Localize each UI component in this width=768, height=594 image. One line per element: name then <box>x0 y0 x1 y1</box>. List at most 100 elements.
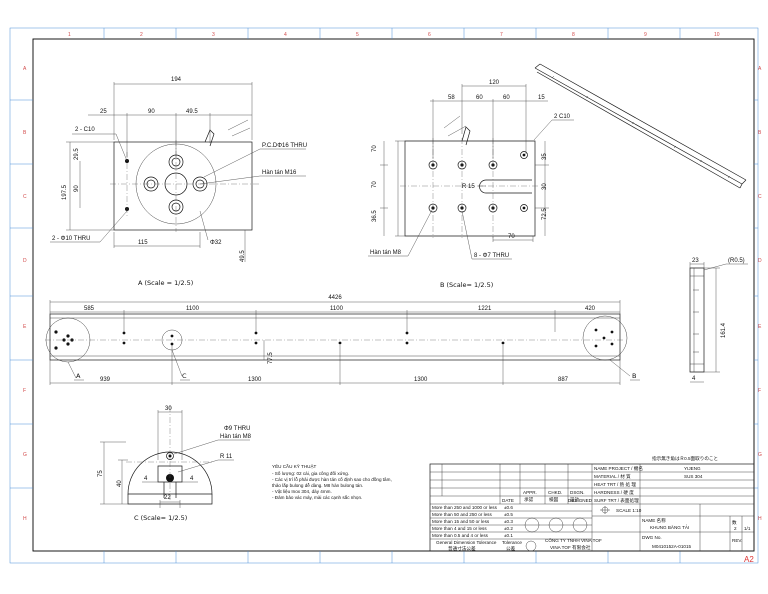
side-view: 23 (R0.5) 161.4 4 <box>689 258 748 383</box>
dim-label: 1300 <box>248 377 262 383</box>
callout: P.C.DΦ16 THRU <box>262 143 307 149</box>
dim-label: 60 <box>503 95 510 101</box>
approval-stamp <box>524 517 540 533</box>
sign-jp: 検図 <box>549 496 559 503</box>
row-label: E <box>23 324 27 330</box>
name-label: NAME 名称 <box>642 517 666 524</box>
sign-head: CHKD. <box>548 490 562 495</box>
surf-label: SURF TRT / 表面処理 <box>594 497 639 504</box>
row-label: H <box>758 516 762 522</box>
dim-label: 420 <box>585 306 596 312</box>
outer-border <box>9 27 759 564</box>
row-labels: A B C D E F G H A B C D E F G H <box>10 66 762 522</box>
row-label: A <box>758 66 762 72</box>
view-c-caption: C (Scale= 1/2.5) <box>134 514 187 522</box>
dim-label: 23 <box>692 258 699 264</box>
dim-label: 1300 <box>414 377 428 383</box>
title-block: 指示無き角はＲ0.5面取りのこと DATE APPR. CHKD. DSGN. … <box>429 455 755 552</box>
row-label: D <box>23 258 27 264</box>
sign-head: DSGN. <box>570 490 585 495</box>
view-a-caption: A (Scale = 1/2.5) <box>138 279 193 287</box>
qty-label: 数 <box>732 519 737 526</box>
dim-label: 22 <box>164 495 171 501</box>
row-label: B <box>758 130 762 136</box>
notes-line: - Số lượng: 02 cái, gia công đối xứng. <box>272 471 349 476</box>
dim-label: 30 <box>165 406 172 412</box>
view-a-tab <box>204 129 215 147</box>
dim-label: 2 - Φ10 THRU <box>52 236 90 242</box>
amount-value: 2 <box>734 526 737 531</box>
view-a: 194 25 90 49.5 2 - C10 197.5 90 29.5 115… <box>50 77 307 287</box>
sheet-size-label: A2 <box>744 555 754 564</box>
dim-label: 58 <box>448 95 455 101</box>
row-label: D <box>758 258 762 264</box>
iso-rail-body <box>534 63 747 189</box>
tol-jp: 公差 <box>506 545 516 551</box>
dwg-label: DWG No. <box>642 535 662 540</box>
dim-label: 60 <box>476 95 483 101</box>
col-label: 9 <box>644 32 647 38</box>
rev-label: REV. <box>732 538 742 543</box>
technical-notes: YÊU CẦU KỸ THUẬT - Số lượng: 02 cái, gia… <box>272 462 392 500</box>
callout: Hàn tán M16 <box>262 170 297 176</box>
dwg-value: M0410152A-01015 <box>652 544 692 549</box>
col-label: 8 <box>572 32 575 38</box>
side-view-outline <box>689 267 705 373</box>
row-label: F <box>758 388 761 394</box>
row-label: C <box>758 194 762 200</box>
dim-label: 585 <box>84 306 95 312</box>
dim-label: 120 <box>489 80 500 86</box>
general-tol: General Dimension Tolerance <box>436 540 497 545</box>
dim-label: 36.5 <box>372 210 378 222</box>
name-value: KHUNG BĂNG TẢI <box>650 524 689 530</box>
dim-label: R 15 <box>462 184 475 190</box>
dim-label: 115 <box>138 240 148 246</box>
dim-label: 2 C10 <box>554 114 571 120</box>
dim-label: 4 <box>190 476 194 482</box>
main-rail-outline <box>49 313 621 361</box>
general-tol-jp: 普通寸法公差 <box>448 545 476 552</box>
scale-label: SCALE 1:10 <box>616 508 642 513</box>
row-label: B <box>23 130 27 136</box>
dim-label: (R0.5) <box>728 258 745 264</box>
row-label: F <box>23 388 26 394</box>
tol-range: More than 250 and 1000 or less <box>432 505 498 510</box>
dim-label: Φ32 <box>210 240 222 246</box>
dim-label: 49.5 <box>186 109 198 115</box>
tol-value: ±0.5 <box>504 512 513 517</box>
column-labels: 1 2 3 4 5 6 7 8 9 10 <box>68 28 720 563</box>
col-label: 7 <box>500 32 503 38</box>
top-note: 指示無き角はＲ0.5面取りのこと <box>652 455 718 462</box>
dim-label: 4 <box>144 476 148 482</box>
company-name: CÔNG TY TNHH VINA TOF <box>545 537 602 543</box>
view-b-outline <box>404 140 536 237</box>
dim-label: 29.5 <box>74 148 80 160</box>
col-label: 10 <box>714 32 720 38</box>
callout: Hàn tán M8 <box>370 250 402 256</box>
dim-label: 77.5 <box>268 352 274 364</box>
callout: Φ9 THRU <box>224 426 250 432</box>
callout: Hàn tán M8 <box>220 434 252 440</box>
projection-symbol <box>601 506 609 514</box>
project-value: YIJENG <box>684 466 701 471</box>
dim-label: 90 <box>74 185 80 192</box>
sign-head: APPR. <box>523 490 537 495</box>
tol-value: ±0.3 <box>504 519 513 524</box>
dim-label: 2 - C10 <box>75 127 95 133</box>
row-label: G <box>23 452 27 458</box>
dim-label: 49.5 <box>240 250 246 262</box>
notes-line: - Các vị trí lỗ phải được hàn tán cố địn… <box>272 476 392 482</box>
tol-value: ±0.6 <box>504 505 513 510</box>
view-c: 30 75 40 4 4 22 Φ9 THRU Hàn tán M8 R 11 … <box>98 406 252 522</box>
dim-label: 1100 <box>330 306 344 312</box>
sign-jp: 設計 <box>570 496 580 503</box>
col-label: 1 <box>68 32 71 38</box>
hardness-label: HARDNESS / 硬 度 <box>594 489 634 496</box>
inner-frame <box>32 38 755 552</box>
iso-rail <box>534 63 747 189</box>
dim-label: R 11 <box>220 454 233 460</box>
marker-label: B <box>632 372 636 380</box>
dim-label: 161.4 <box>721 322 727 338</box>
notes-heading: YÊU CẦU KỸ THUẬT <box>272 462 317 469</box>
